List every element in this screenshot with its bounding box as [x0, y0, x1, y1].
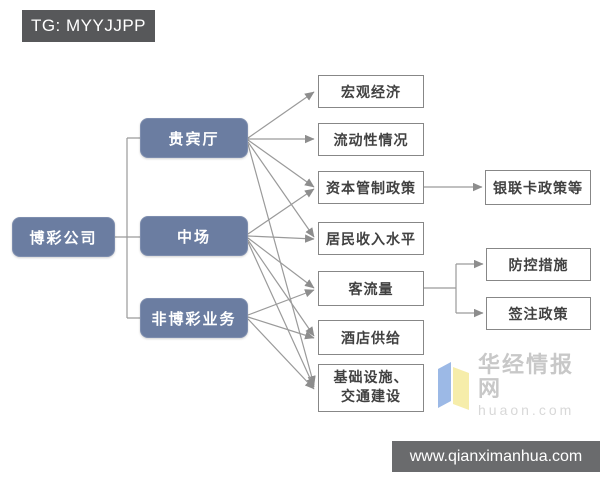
node-gaming-company: 博彩公司: [12, 217, 115, 257]
watermark-site-url: huaon.com: [478, 402, 575, 419]
node-capital-control-label: 资本管制政策: [326, 180, 416, 197]
edge-mass-capital: [247, 188, 315, 235]
edge-mass-visitors: [247, 237, 315, 289]
edge-visitors-branch: [424, 264, 457, 313]
node-hotel-supply: 酒店供给: [318, 320, 424, 355]
node-liquidity: 流动性情况: [318, 123, 424, 156]
node-macro-economy-label: 宏观经济: [341, 84, 401, 101]
footer-url-bar: www.qianximanhua.com: [392, 441, 600, 472]
telegram-badge: TG: MYYJJPP: [22, 10, 155, 42]
node-vip-room-label: 贵宾厅: [168, 129, 220, 148]
node-non-gaming: 非博彩业务: [140, 298, 248, 338]
edge-mass-income: [247, 234, 315, 243]
edge-vip-macro: [247, 91, 315, 139]
node-visa-policy: 签注政策: [486, 297, 591, 330]
node-resident-income-label: 居民收入水平: [326, 231, 416, 248]
node-non-gaming-label: 非博彩业务: [151, 309, 237, 328]
node-hotel-supply-label: 酒店供给: [341, 330, 401, 347]
edge-nongaming-infra: [247, 318, 315, 390]
node-liquidity-label: 流动性情况: [333, 132, 409, 149]
edge-vip-capital: [247, 139, 315, 188]
huaon-logo-icon: [438, 362, 469, 410]
watermark: 华经情报网 huaon.com: [438, 353, 590, 418]
footer-url-text: www.qianximanhua.com: [409, 447, 583, 465]
edge-mass-infra: [247, 241, 315, 388]
node-visa-policy-label: 签注政策: [508, 306, 569, 323]
node-visitor-flow: 客流量: [318, 271, 424, 306]
edge-mass-hotel: [247, 239, 315, 337]
watermark-site-name: 华经情报网: [478, 352, 575, 402]
node-capital-control: 资本管制政策: [318, 171, 424, 204]
node-macro-economy: 宏观经济: [318, 75, 424, 108]
node-unionpay-policy: 银联卡政策等: [485, 170, 591, 205]
edge-vip-infra: [247, 143, 316, 386]
node-resident-income: 居民收入水平: [318, 222, 424, 255]
node-prevention-measures: 防控措施: [486, 248, 591, 281]
edge-nongaming-hotel: [247, 316, 315, 340]
watermark-text: 华经情报网 huaon.com: [478, 352, 590, 419]
telegram-badge-text: TG: MYYJJPP: [30, 16, 147, 35]
node-visitor-flow-label: 客流量: [348, 281, 394, 298]
node-unionpay-policy-label: 银联卡政策等: [493, 180, 583, 197]
node-gaming-company-label: 博彩公司: [29, 228, 98, 247]
node-mass-market: 中场: [140, 216, 248, 256]
edge-company-bracket: [115, 137, 140, 319]
edge-nongaming-visitors: [247, 289, 315, 316]
node-infrastructure: 基础设施、 交通建设: [318, 364, 424, 412]
node-mass-market-label: 中场: [176, 227, 211, 246]
edge-vip-income: [247, 141, 315, 238]
node-vip-room: 贵宾厅: [140, 118, 248, 158]
node-infrastructure-label: 基础设施、 交通建设: [333, 370, 409, 405]
node-prevention-measures-label: 防控措施: [508, 257, 569, 274]
